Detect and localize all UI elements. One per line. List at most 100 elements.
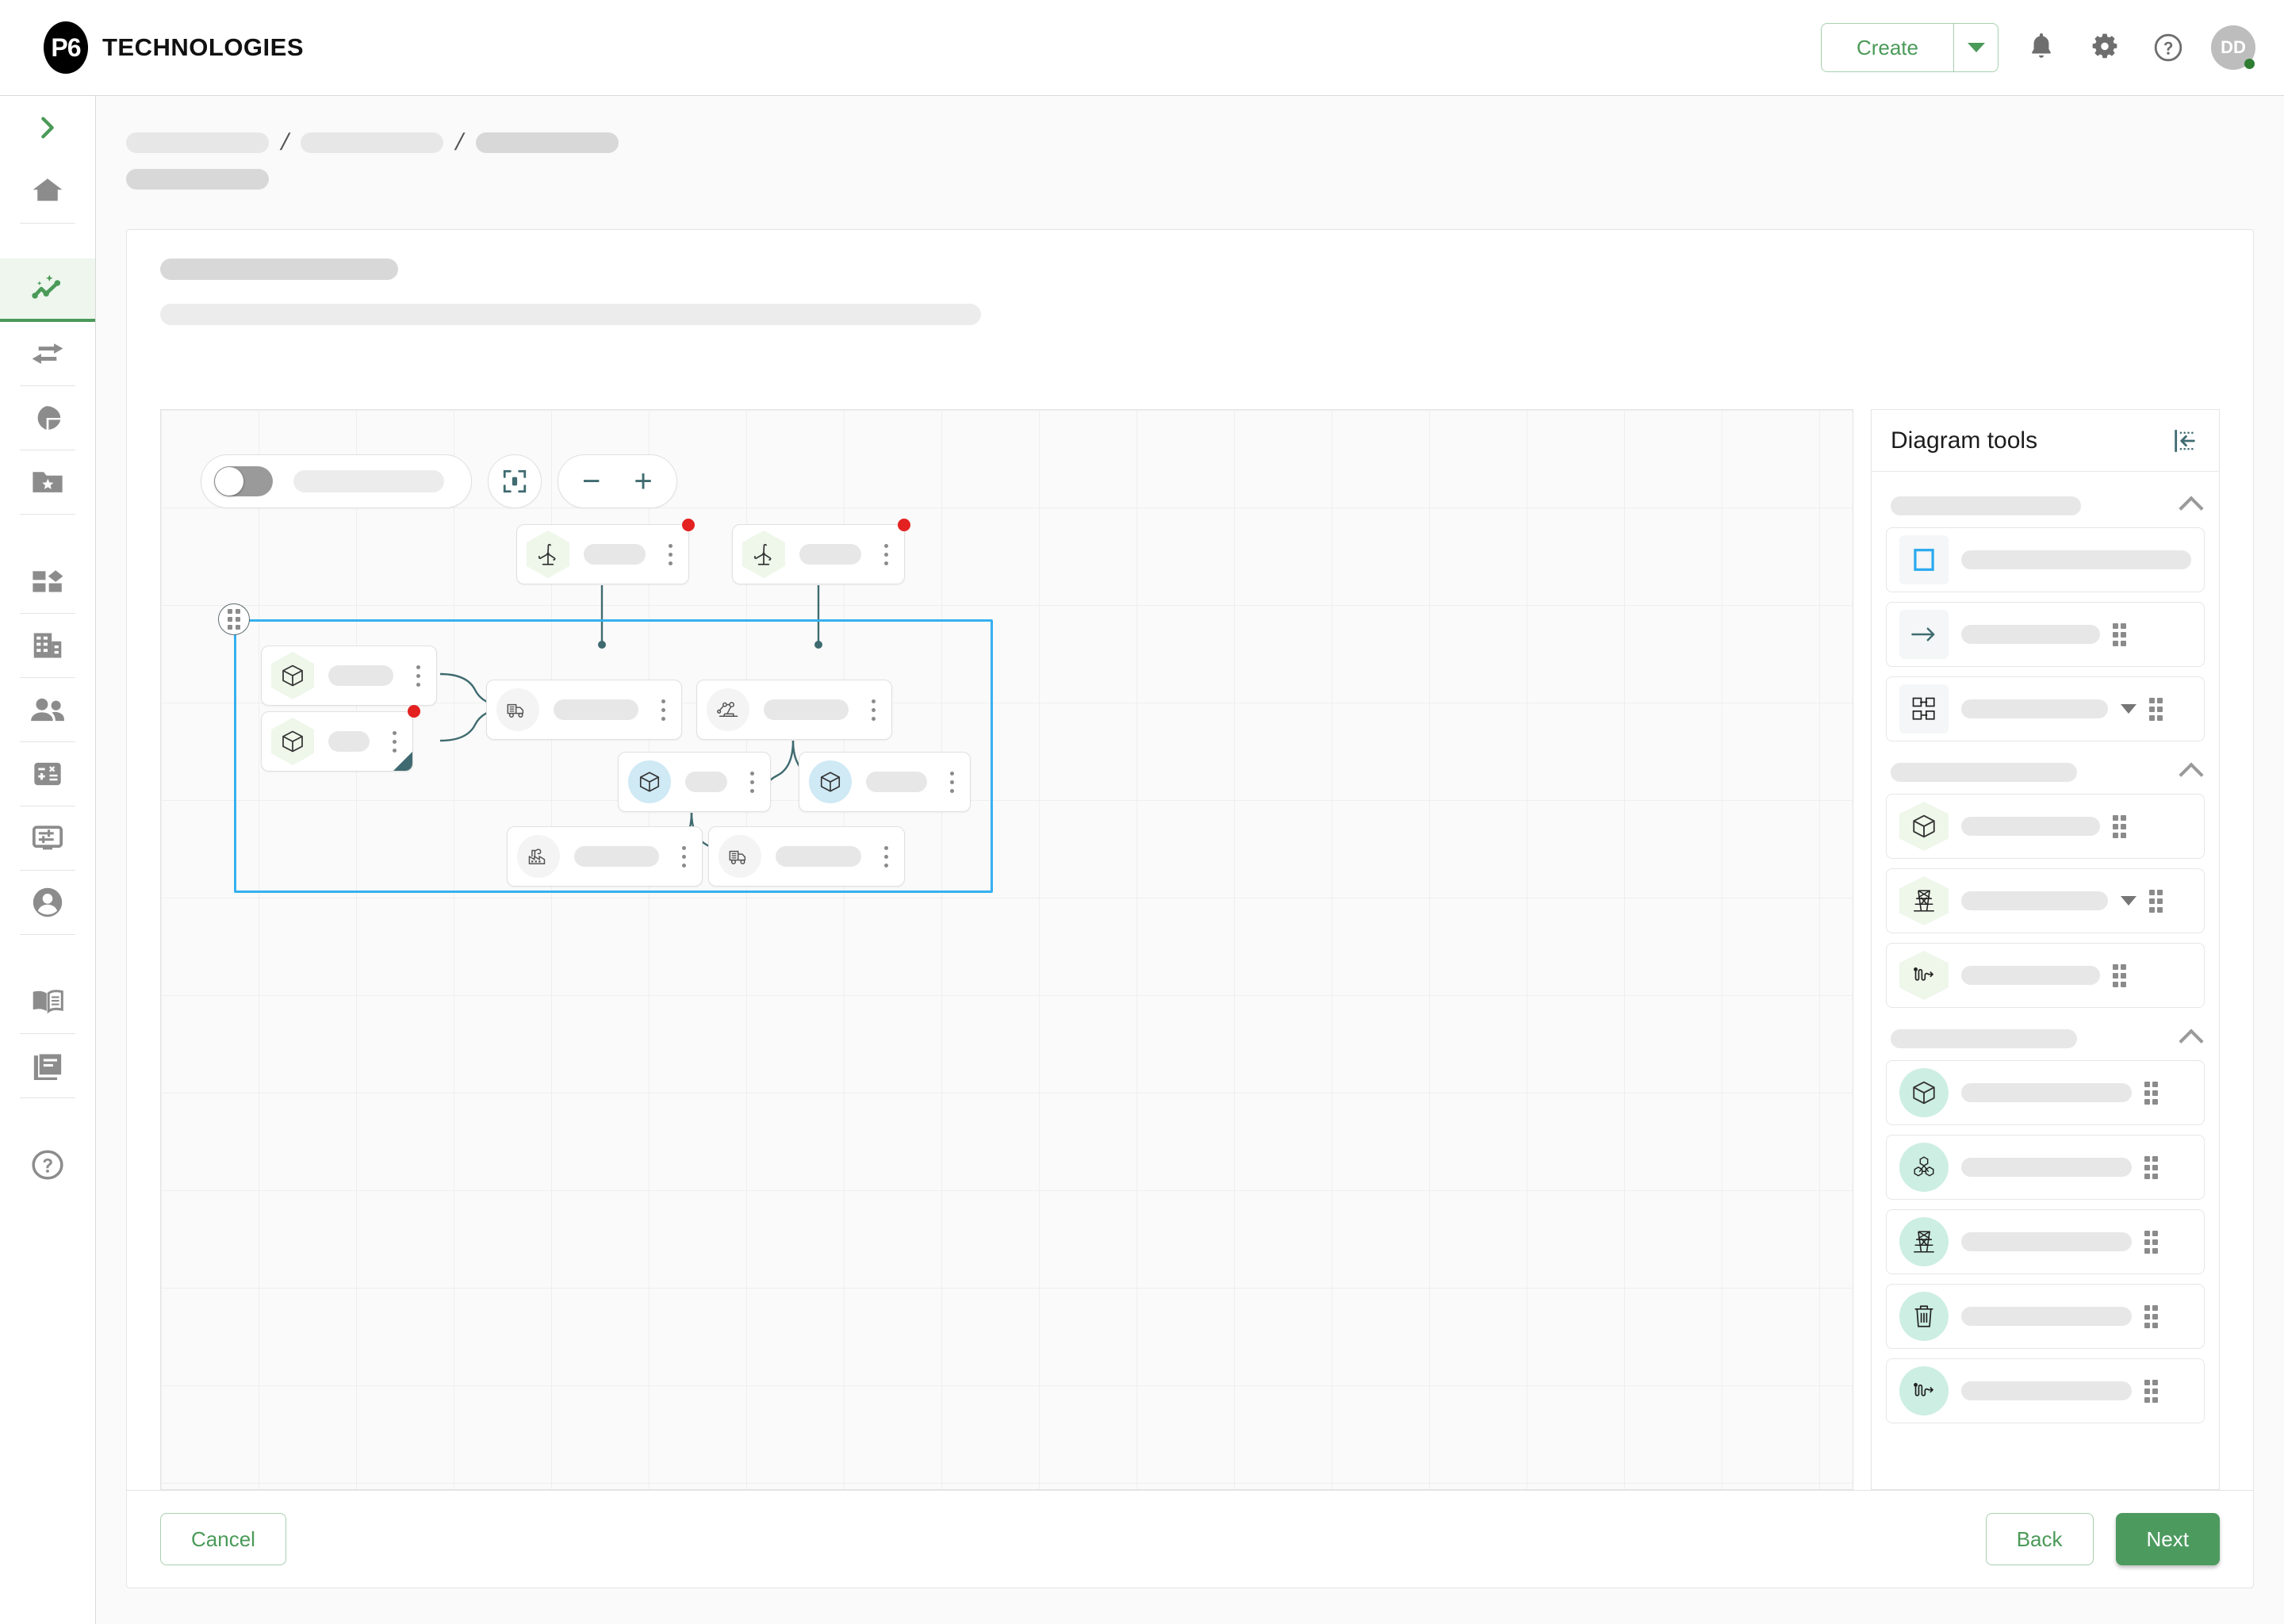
canvas-mode-toggle[interactable] xyxy=(214,466,273,496)
diagram-canvas[interactable]: − + xyxy=(160,409,1853,1490)
tool-process-waste[interactable] xyxy=(1886,1284,2205,1349)
divider xyxy=(20,677,75,678)
tool-asset-flow[interactable] xyxy=(1886,943,2205,1008)
tool-group-header-shapes[interactable] xyxy=(1886,485,2205,527)
zoom-out-button[interactable]: − xyxy=(582,464,601,499)
node-menu-button[interactable] xyxy=(863,699,883,721)
tool-asset-pylon[interactable] xyxy=(1886,868,2205,933)
drag-handle-icon[interactable] xyxy=(2113,622,2126,646)
node-label-placeholder xyxy=(799,544,861,565)
node-process-cube[interactable] xyxy=(799,752,971,812)
sidebar-item-dashboard[interactable] xyxy=(0,550,95,613)
node-menu-button[interactable] xyxy=(660,543,680,565)
node-asset-cube[interactable] xyxy=(261,711,413,772)
node-menu-button[interactable] xyxy=(941,771,962,793)
next-button[interactable]: Next xyxy=(2115,1513,2220,1565)
drag-handle-icon[interactable] xyxy=(2113,963,2126,987)
node-process-cube[interactable] xyxy=(618,752,771,812)
tool-process-cluster[interactable] xyxy=(1886,1135,2205,1200)
cancel-button[interactable]: Cancel xyxy=(160,1513,286,1565)
exchange-arrows-icon xyxy=(32,343,63,364)
node-wind-turbine[interactable] xyxy=(516,519,695,584)
tool-asset-cube[interactable] xyxy=(1886,794,2205,859)
delivery-truck-icon xyxy=(496,688,539,731)
drag-handle-icon[interactable] xyxy=(2149,889,2163,913)
drag-handle-icon[interactable] xyxy=(2144,1379,2158,1403)
avatar[interactable]: DD xyxy=(2211,25,2255,70)
card-header xyxy=(127,230,2253,325)
node-label-placeholder xyxy=(328,665,393,686)
tool-group-header-assets[interactable] xyxy=(1886,751,2205,794)
node-asset-cube[interactable] xyxy=(261,645,437,706)
tool-connection-matrix[interactable] xyxy=(1886,676,2205,741)
sidebar-item-organizations[interactable] xyxy=(0,614,95,677)
node-delivery-truck[interactable] xyxy=(486,680,682,740)
drag-handle-icon[interactable] xyxy=(2149,697,2163,721)
tool-arrow[interactable] xyxy=(1886,602,2205,667)
node-menu-button[interactable] xyxy=(742,771,762,793)
node-factory[interactable] xyxy=(507,826,703,887)
node-robot-arm[interactable] xyxy=(696,680,892,740)
selection-frame[interactable] xyxy=(234,619,993,893)
tool-process-pylon[interactable] xyxy=(1886,1209,2205,1274)
sidebar-item-teams[interactable] xyxy=(0,678,95,741)
back-button[interactable]: Back xyxy=(1985,1513,2094,1565)
sidebar-item-home[interactable] xyxy=(0,159,95,223)
breadcrumb-item[interactable] xyxy=(301,132,444,153)
sidebar-item-documents[interactable] xyxy=(0,1034,95,1097)
create-dropdown-button[interactable] xyxy=(1953,24,1998,71)
tools-panel-title: Diagram tools xyxy=(1891,427,2038,454)
sidebar-item-library[interactable] xyxy=(0,970,95,1033)
error-indicator[interactable] xyxy=(898,519,910,531)
group-label-placeholder xyxy=(1891,763,2077,782)
sidebar-item-favorites[interactable] xyxy=(0,450,95,514)
tool-process-cube[interactable] xyxy=(1886,1060,2205,1125)
zoom-in-button[interactable]: + xyxy=(634,464,653,499)
sidebar-item-transfers[interactable] xyxy=(0,322,95,385)
notifications-bell-icon[interactable] xyxy=(2021,27,2062,68)
sidebar-item-insights[interactable] xyxy=(0,259,95,322)
breadcrumb-item[interactable] xyxy=(126,132,269,153)
drag-handle-icon[interactable] xyxy=(2144,1155,2158,1179)
node-delivery-truck[interactable] xyxy=(708,826,905,887)
zoom-controls[interactable]: − + xyxy=(558,454,677,508)
sidebar-item-calculations[interactable] xyxy=(0,742,95,806)
tool-frame[interactable] xyxy=(1886,527,2205,592)
sidebar-item-support[interactable] xyxy=(0,1133,95,1197)
tool-label-placeholder xyxy=(1961,625,2100,644)
fit-to-screen-button[interactable] xyxy=(488,454,542,508)
drag-handle-icon[interactable] xyxy=(2113,814,2126,838)
canvas-mode-toggle-group[interactable] xyxy=(201,454,472,508)
create-button-group[interactable]: Create xyxy=(1820,23,1998,72)
spacer xyxy=(0,515,95,550)
chevron-down-icon[interactable] xyxy=(2121,704,2136,714)
node-menu-button[interactable] xyxy=(876,845,896,868)
create-button[interactable]: Create xyxy=(1856,35,1918,59)
node-menu-button[interactable] xyxy=(384,730,404,753)
chevron-down-icon[interactable] xyxy=(2121,896,2136,906)
settings-gear-icon[interactable] xyxy=(2084,27,2125,68)
brand-logo[interactable]: P6 TECHNOLOGIES xyxy=(44,21,304,74)
error-indicator[interactable] xyxy=(408,705,420,718)
collapse-panel-left-icon[interactable] xyxy=(2171,427,2198,454)
tool-process-flow[interactable] xyxy=(1886,1358,2205,1423)
node-menu-button[interactable] xyxy=(876,543,896,565)
node-menu-button[interactable] xyxy=(673,845,694,868)
node-menu-button[interactable] xyxy=(653,699,673,721)
drag-handle-icon[interactable] xyxy=(2144,1081,2158,1105)
tool-label-placeholder xyxy=(1961,1381,2132,1400)
sidebar-item-reports[interactable] xyxy=(0,386,95,450)
sidebar-item-account[interactable] xyxy=(0,871,95,934)
sidebar-item-monitor[interactable] xyxy=(0,806,95,870)
node-label-placeholder xyxy=(866,772,927,792)
drag-handle-icon[interactable] xyxy=(2144,1230,2158,1254)
tool-group-header-processes[interactable] xyxy=(1886,1017,2205,1060)
node-menu-button[interactable] xyxy=(408,665,428,687)
selection-drag-handle[interactable] xyxy=(218,603,250,635)
node-wind-turbine[interactable] xyxy=(732,519,910,584)
help-circle-icon[interactable] xyxy=(2148,27,2189,68)
sidebar-item-expand-rail[interactable] xyxy=(0,96,95,159)
drag-handle-icon[interactable] xyxy=(2144,1304,2158,1328)
error-indicator[interactable] xyxy=(682,519,695,531)
divider xyxy=(20,1097,75,1098)
